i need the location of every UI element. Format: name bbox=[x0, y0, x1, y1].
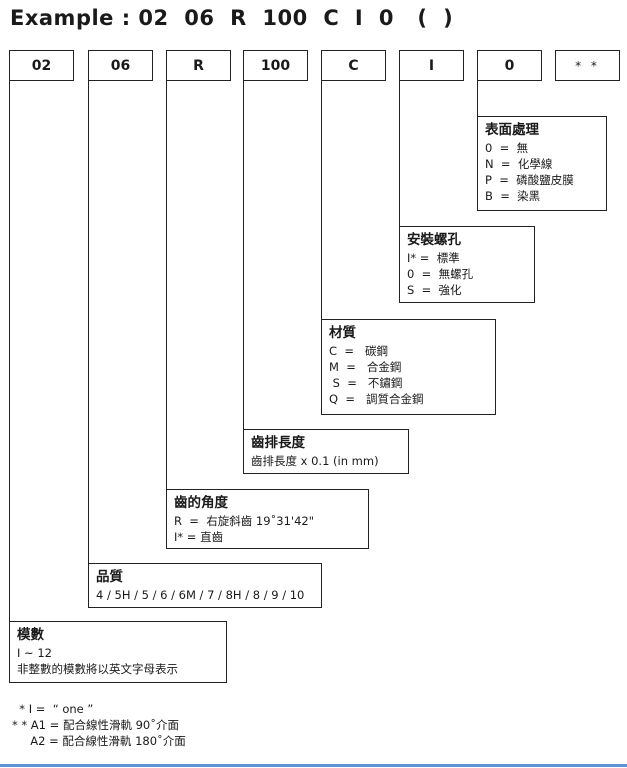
quality-row: 4 / 5H / 5 / 6 / 6M / 7 / 8H / 8 / 9 / 1… bbox=[96, 588, 305, 602]
material-row: C = 碳鋼 bbox=[329, 344, 388, 358]
mounting-hole-row: I* = 標準 bbox=[407, 251, 460, 265]
tooth-angle-block: 齒的角度 R = 右旋斜齒 19˚31'42" I* = 直齒 bbox=[166, 489, 369, 549]
surface-treatment-row: B = 染黑 bbox=[485, 189, 541, 203]
connector-material bbox=[321, 81, 322, 319]
surface-treatment-block: 表面處理 0 = 無 N = 化學線 P = 磷酸鹽皮膜 B = 染黑 bbox=[477, 116, 607, 211]
material-row: Q = 調質合金鋼 bbox=[329, 392, 424, 406]
surface-treatment-heading: 表面處理 bbox=[485, 122, 539, 138]
rack-length-block: 齒排長度 齒排長度 x 0.1 (in mm) bbox=[243, 429, 409, 474]
mounting-hole-heading: 安裝螺孔 bbox=[407, 232, 461, 248]
material-row: M = 合金鋼 bbox=[329, 360, 402, 374]
footer-divider bbox=[0, 764, 627, 767]
code-box-surface: 0 bbox=[477, 50, 542, 81]
connector-quality bbox=[88, 81, 89, 563]
surface-treatment-row: P = 磷酸鹽皮膜 bbox=[485, 173, 574, 187]
quality-block: 品質 4 / 5H / 5 / 6 / 6M / 7 / 8H / 8 / 9 … bbox=[88, 563, 322, 608]
material-block: 材質 C = 碳鋼 M = 合金鋼 S = 不鏽鋼 Q = 調質合金鋼 bbox=[321, 319, 496, 415]
code-box-extra: * * bbox=[555, 50, 620, 81]
tooth-angle-row: I* = 直齒 bbox=[174, 530, 224, 544]
connector-module bbox=[9, 81, 10, 621]
quality-heading: 品質 bbox=[96, 569, 123, 585]
rack-length-row: 齒排長度 x 0.1 (in mm) bbox=[251, 454, 379, 468]
code-box-quality: 06 bbox=[88, 50, 153, 81]
code-box-material: C bbox=[321, 50, 386, 81]
module-row: 非整數的模數將以英文字母表示 bbox=[17, 662, 178, 676]
footnote-row: * * A1 = 配合線性滑軌 90˚介面 bbox=[12, 718, 179, 732]
surface-treatment-row: 0 = 無 bbox=[485, 141, 529, 155]
connector-angle bbox=[166, 81, 167, 489]
page-title: Example : 02 06 R 100 C I 0 ( ) bbox=[10, 6, 454, 30]
mounting-hole-row: 0 = 無螺孔 bbox=[407, 267, 474, 281]
code-box-module: 02 bbox=[9, 50, 74, 81]
mounting-hole-block: 安裝螺孔 I* = 標準 0 = 無螺孔 S = 強化 bbox=[399, 226, 535, 303]
tooth-angle-row: R = 右旋斜齒 19˚31'42" bbox=[174, 514, 315, 528]
rack-length-heading: 齒排長度 bbox=[251, 435, 305, 451]
mounting-hole-row: S = 強化 bbox=[407, 283, 462, 297]
material-row: S = 不鏽鋼 bbox=[329, 376, 403, 390]
code-box-mounting: I bbox=[399, 50, 464, 81]
surface-treatment-row: N = 化學線 bbox=[485, 157, 553, 171]
module-heading: 模數 bbox=[17, 627, 44, 643]
module-block: 模數 I ~ 12 非整數的模數將以英文字母表示 bbox=[9, 621, 227, 683]
connector-length bbox=[243, 81, 244, 429]
connector-mounting bbox=[399, 81, 400, 226]
tooth-angle-heading: 齒的角度 bbox=[174, 495, 228, 511]
footnote-row: A2 = 配合線性滑軌 180˚介面 bbox=[12, 734, 186, 748]
module-row: I ~ 12 bbox=[17, 646, 52, 660]
connector-surface bbox=[477, 81, 478, 116]
code-box-length: 100 bbox=[243, 50, 308, 81]
footnotes: * I = “ one ” * * A1 = 配合線性滑軌 90˚介面 A2 =… bbox=[12, 701, 186, 749]
material-heading: 材質 bbox=[329, 325, 356, 341]
footnote-row: * I = “ one ” bbox=[12, 702, 94, 716]
code-box-angle: R bbox=[166, 50, 231, 81]
